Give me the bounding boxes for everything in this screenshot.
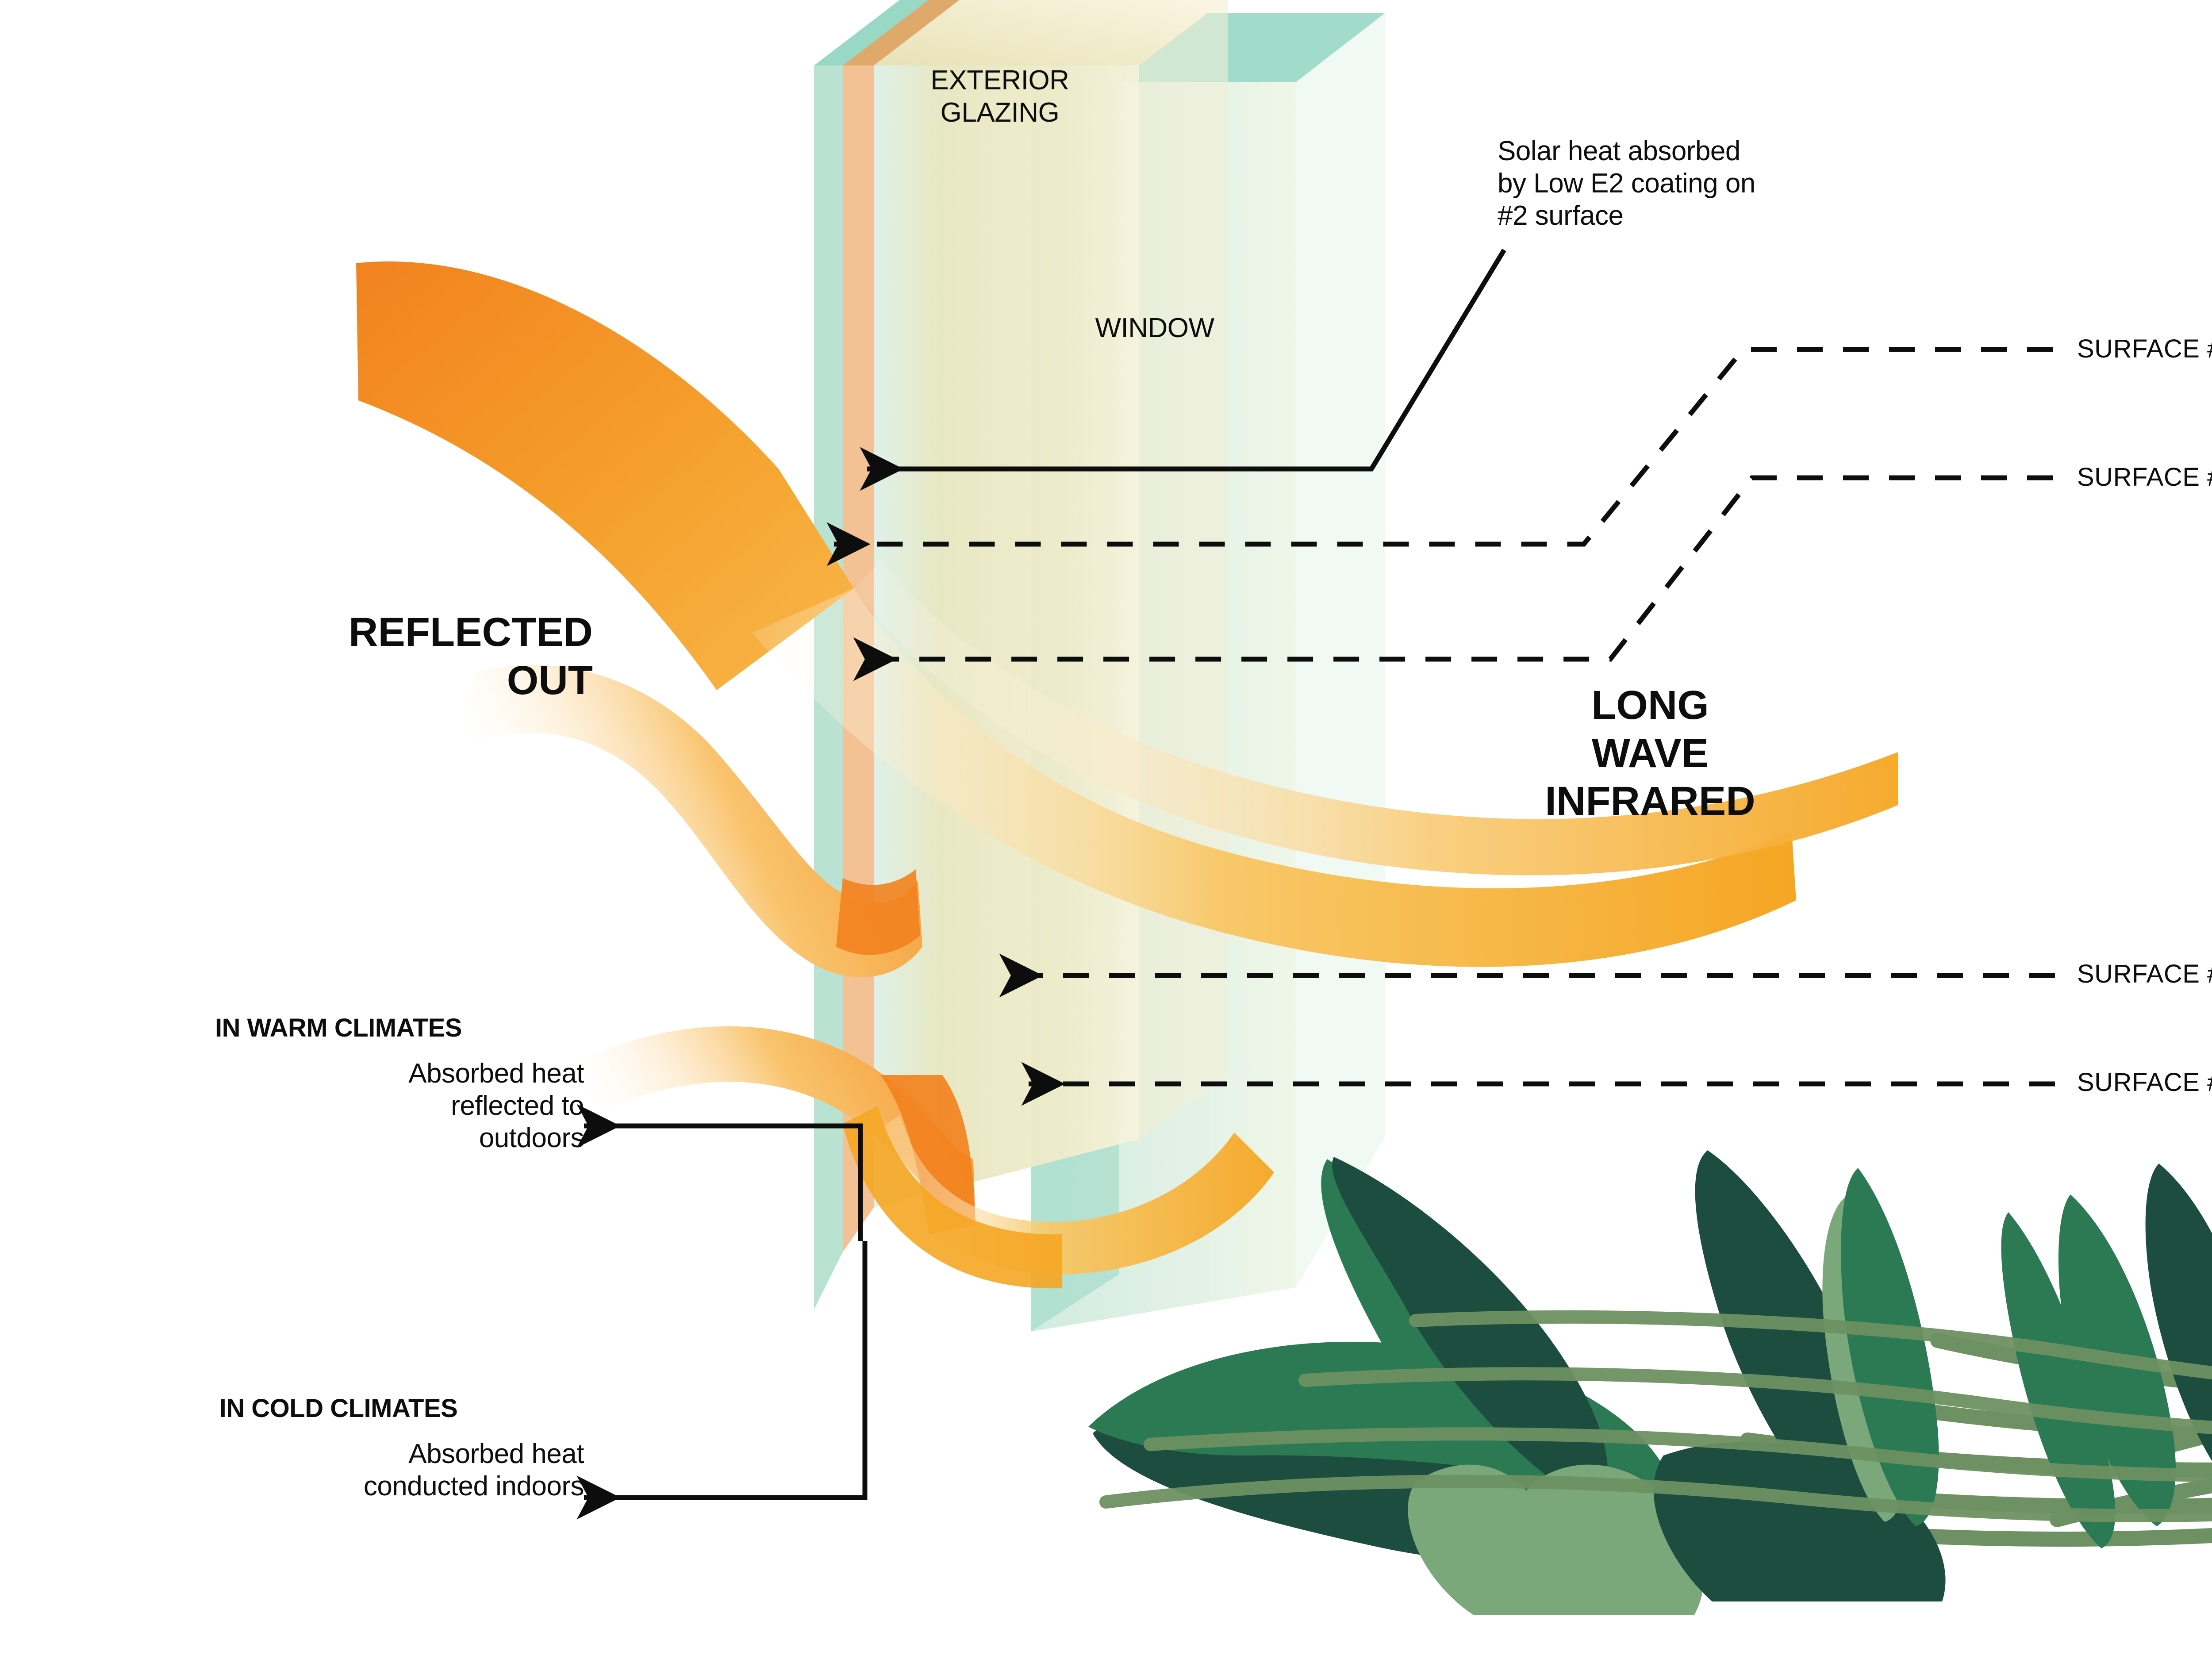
leader-solar-heat-note: [860, 249, 1506, 491]
annotation-leaders: [576, 249, 2055, 1520]
cold-climates-body: Absorbed heat conducted indoors: [363, 1439, 584, 1502]
plant-stems-foreground: [1099, 1310, 2212, 1522]
leaf: [2001, 1212, 2116, 1548]
warm-climates-title: IN WARM CLIMATES: [215, 1014, 462, 1042]
reflected-out-ray: [467, 664, 922, 978]
leader-surface-2: [853, 475, 2053, 681]
cold-climates-title: IN COLD CLIMATES: [219, 1394, 458, 1423]
leaf: [2145, 1164, 2212, 1461]
leaf: [1408, 1464, 1704, 1615]
ray-through-glass: [752, 562, 1898, 967]
exterior-glazing-label: EXTERIOR GLAZING: [930, 65, 1069, 128]
leader-surface-1: [826, 347, 2053, 566]
plant-illustration: [1088, 1150, 2212, 1615]
leader-warm-climates: [576, 1104, 863, 1241]
absorbed-heat-ray-lower: [843, 1106, 1274, 1289]
long-wave-infrared-label: LONG WAVE INFRARED: [1545, 683, 1755, 824]
surface-2-label: SURFACE #2: [2077, 463, 2212, 492]
surface-1-label: SURFACE #1: [2077, 334, 2212, 363]
surface-4-label: SURFACE #4: [2077, 1068, 2212, 1097]
leaf: [1332, 1157, 1608, 1504]
window-label: WINDOW: [1095, 313, 1214, 343]
leaf: [1841, 1168, 1939, 1526]
surface-3-label: SURFACE #3: [2077, 960, 2212, 988]
reflected-out-label: REFLECTED OUT: [349, 610, 593, 703]
leader-cold-climates: [576, 1241, 868, 1520]
solar-heat-note: Solar heat absorbed by Low E2 coating on…: [1498, 136, 1755, 231]
warm-climates-body: Absorbed heat reflected to outdoors: [408, 1058, 584, 1154]
solar-ray-incoming: [356, 261, 854, 690]
